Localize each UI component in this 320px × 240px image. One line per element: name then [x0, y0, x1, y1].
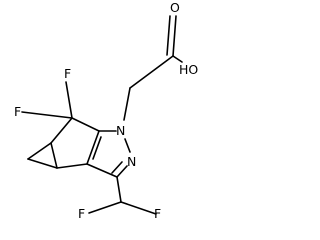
bond-n2-c3-double-inner [111, 161, 123, 174]
bond-cp-left-bottom [27, 158, 58, 169]
bond-c3-c3a [86, 163, 118, 178]
difluoromethyl-group [88, 176, 157, 215]
bond-cf2-f-left [21, 111, 73, 119]
chemical-structure-diagram: F F N N HO O F F [14, 0, 198, 221]
bond-c3-chf2 [116, 176, 122, 203]
atom-label-hydroxyl: HO [179, 62, 198, 77]
bond-cf2-c7a [71, 117, 100, 132]
atom-label-f-gem-left: F [14, 104, 21, 119]
bond-cp-bottom-c3a [56, 163, 88, 169]
bond-cf2-f-right [65, 81, 73, 119]
atom-label-n2: N [127, 154, 136, 169]
bond-ch2-cooh [129, 55, 174, 89]
bond-n1-ch2 [123, 87, 131, 121]
bond-cp-left-top [27, 142, 52, 160]
atom-label-n1: N [116, 123, 125, 138]
acetic-acid-chain [123, 15, 183, 121]
bond-n1-n2 [124, 138, 131, 153]
bond-cp-top-bottom [50, 142, 58, 169]
bond-c-oh [172, 55, 183, 63]
atom-label-carbonyl-oxygen: O [170, 0, 180, 15]
bond-c-o-double-inner [166, 15, 171, 56]
cyclopentene-ring [50, 117, 102, 169]
bond-c-o-double [172, 15, 177, 57]
bond-chf2-f-right [120, 201, 157, 215]
bond-c3a-c7a-double [86, 130, 100, 165]
atom-label-f-gem-right: F [64, 66, 71, 81]
pyrazole-ring [86, 130, 131, 178]
bond-cp-top-cf2 [50, 117, 73, 144]
cyclopropane-ring [27, 142, 58, 169]
gem-difluoro-group [21, 81, 73, 119]
bond-chf2-f-left [88, 201, 122, 214]
bond-n2-c3-double [116, 165, 128, 178]
bond-c3a-c7a-double-inner [92, 136, 102, 160]
atom-label-f-chf2-left: F [78, 206, 85, 221]
atom-label-f-chf2-right: F [154, 206, 161, 221]
